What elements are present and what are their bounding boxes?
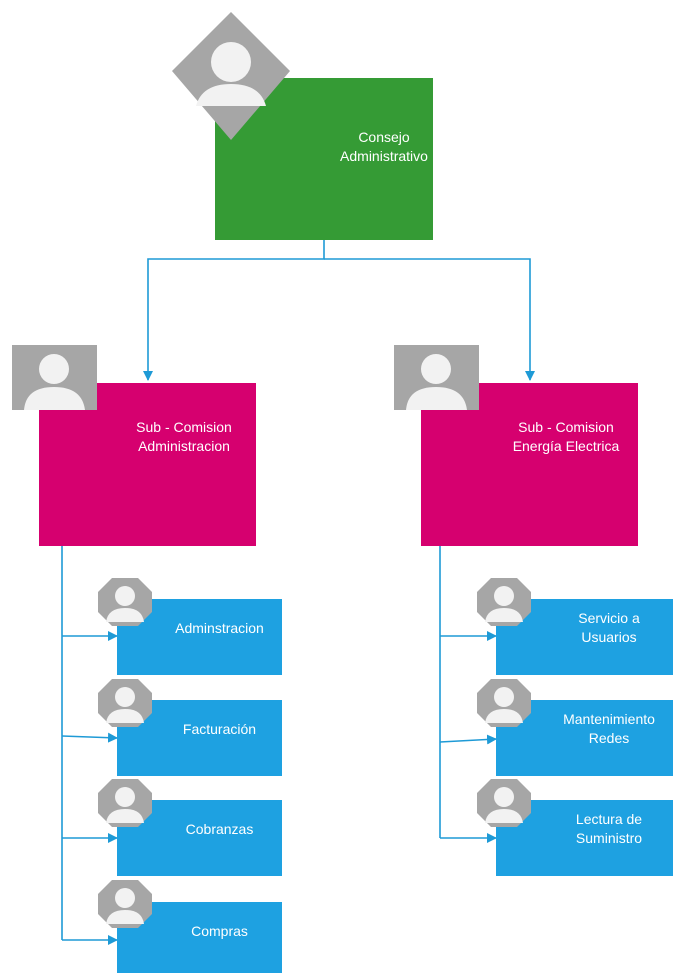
connector-top-to-left	[143, 240, 325, 381]
connector-right-2	[439, 734, 497, 745]
node-label: Sub - Comision Administracion	[136, 419, 232, 454]
node-sub-comision-energia-electrica[interactable]: Sub - Comision Energía Electrica	[421, 383, 638, 546]
person-placeholder-icon	[98, 779, 152, 827]
node-label: Facturación	[182, 721, 257, 737]
person-placeholder-icon	[98, 880, 152, 928]
node-label: Adminstracion	[175, 620, 264, 636]
person-placeholder-icon	[477, 779, 531, 827]
person-placeholder-icon	[98, 578, 152, 626]
person-placeholder-icon	[477, 679, 531, 727]
connector-top-to-right	[324, 258, 535, 381]
node-label: Lectura de Suministro	[575, 811, 643, 846]
node-label: Sub - Comision Energía Electrica	[512, 419, 620, 454]
node-label: Mantenimiento Redes	[563, 711, 655, 746]
person-placeholder-icon	[477, 578, 531, 626]
person-placeholder-icon	[12, 345, 97, 410]
person-placeholder-icon	[98, 679, 152, 727]
node-label: Compras	[191, 923, 248, 939]
node-label: Consejo Administrativo	[340, 129, 428, 164]
node-label: Cobranzas	[185, 821, 254, 837]
person-placeholder-icon	[394, 345, 479, 410]
node-sub-comision-administracion[interactable]: Sub - Comision Administracion	[39, 383, 256, 546]
node-label: Servicio a Usuarios	[578, 610, 640, 645]
person-placeholder-icon	[172, 12, 290, 140]
connector-left-2	[61, 732, 118, 743]
